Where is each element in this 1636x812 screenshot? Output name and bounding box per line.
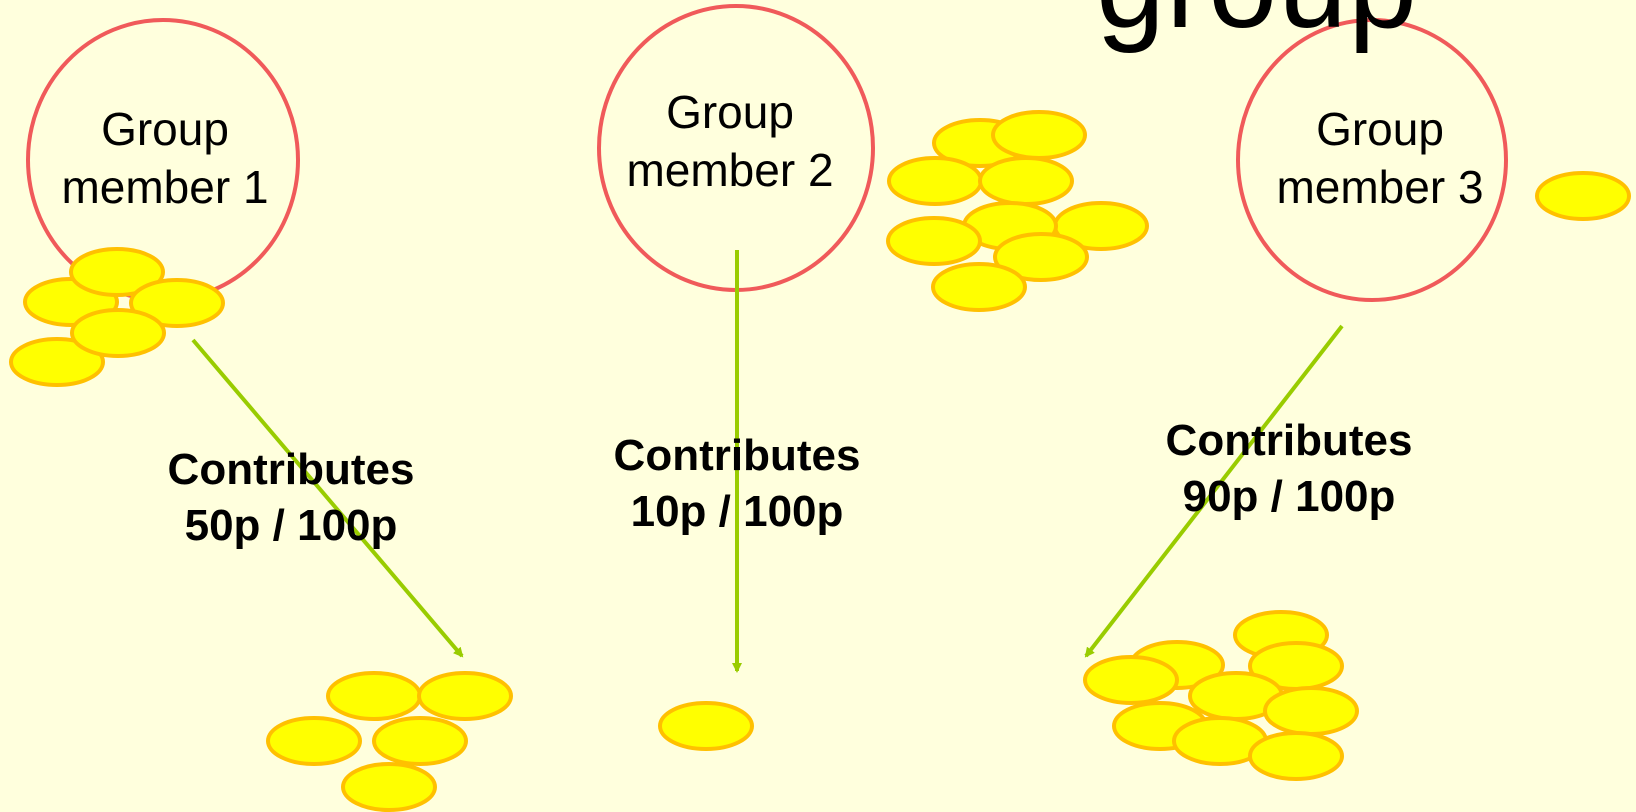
member-3-kept-coins — [1535, 171, 1631, 221]
member-1-label: Group member 1 — [35, 100, 295, 216]
member-3-label: Group member 3 — [1250, 100, 1510, 216]
member-2-contribution-line1: Contributes — [613, 431, 861, 480]
member-2-label: Group member 2 — [600, 83, 860, 199]
member-1-kept-coins — [9, 247, 225, 387]
member-1-contribution-amount: 50p / 100p — [184, 501, 398, 550]
member-1-arrow — [191, 338, 464, 658]
member-2-contribution-amount: 10p / 100p — [630, 487, 844, 536]
member-3-circle — [1236, 18, 1508, 302]
member-1-label-line1: Group — [101, 103, 229, 155]
member-3-contribution: Contributes 90p / 100p — [1129, 413, 1449, 525]
slide-title-fragment: group — [1096, 0, 1418, 56]
member-2-kept-coins — [886, 110, 1149, 312]
member-2-contributed-coins — [658, 701, 754, 751]
member-1-label-line2: member 1 — [61, 161, 269, 213]
member-3-contribution-line1: Contributes — [1165, 416, 1413, 465]
member-3-label-line1: Group — [1316, 103, 1444, 155]
member-1-contributed-coins — [266, 671, 513, 812]
member-2-contribution: Contributes 10p / 100p — [577, 428, 897, 540]
member-2-label-line2: member 2 — [626, 144, 834, 196]
member-1-contribution: Contributes 50p / 100p — [131, 442, 451, 554]
member-2-label-line1: Group — [666, 86, 794, 138]
member-1-contribution-line1: Contributes — [167, 445, 415, 494]
member-3-arrow — [1084, 324, 1344, 658]
member-3-label-line2: member 3 — [1276, 161, 1484, 213]
member-3-contribution-amount: 90p / 100p — [1182, 472, 1396, 521]
member-3-contributed-coins — [1083, 610, 1359, 781]
